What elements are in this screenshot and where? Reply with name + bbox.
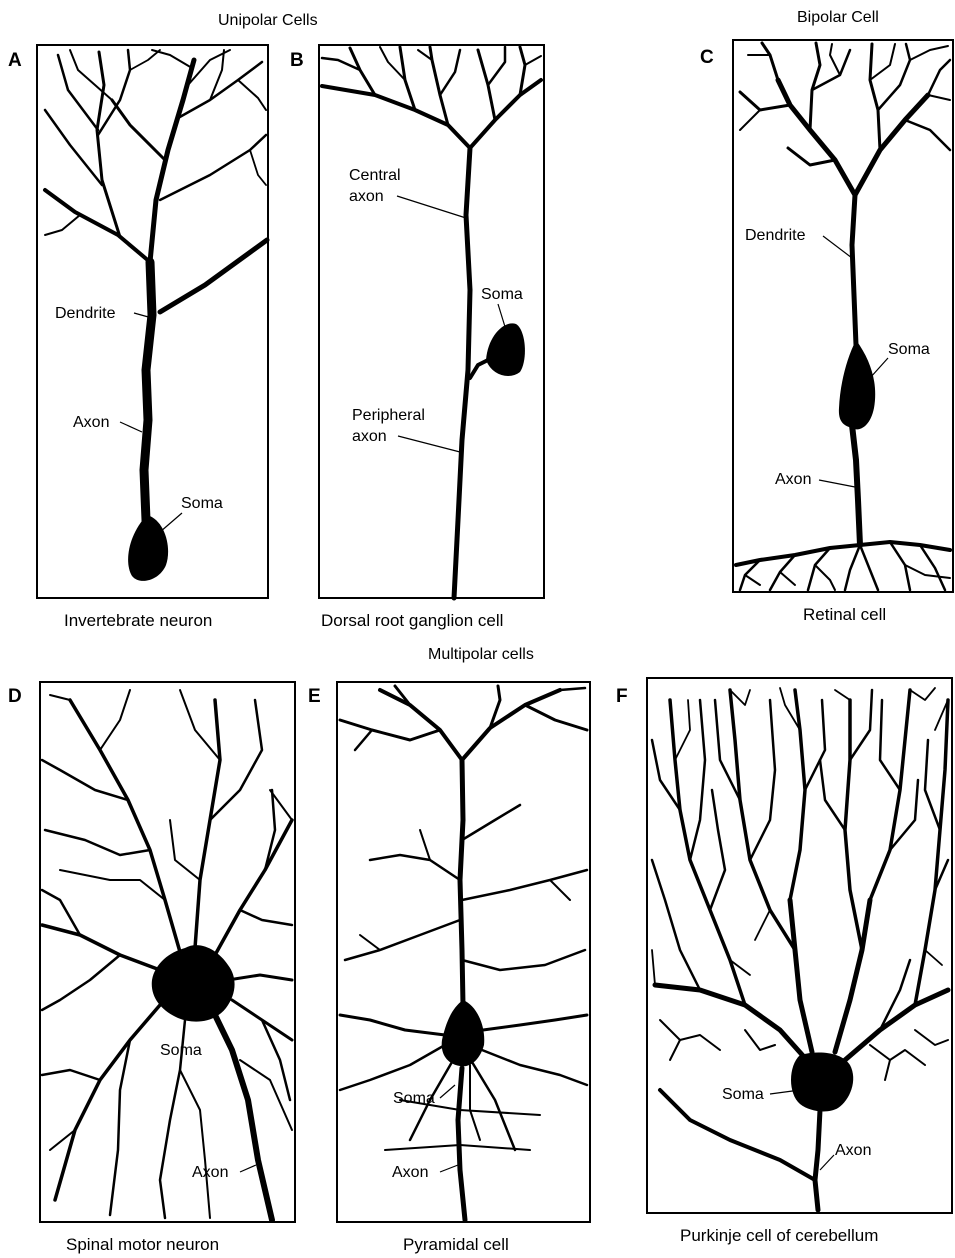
dorsal-root-ganglion-drawing: [322, 47, 541, 598]
panel-f-caption: Purkinje cell of cerebellum: [680, 1226, 878, 1245]
panel-f: F: [616, 678, 952, 1245]
unipolar-heading: Unipolar Cells: [218, 12, 318, 29]
panel-b-central-leader: [397, 196, 466, 218]
panel-f-letter: F: [616, 686, 628, 707]
panel-b-soma-leader: [498, 304, 506, 330]
panel-f-soma-label: Soma: [722, 1086, 764, 1103]
panel-c-dendrite-leader: [823, 236, 852, 258]
panel-a-soma-leader: [160, 513, 182, 532]
panel-d-caption: Spinal motor neuron: [66, 1235, 219, 1254]
multipolar-heading: Multipolar cells: [428, 646, 534, 663]
purkinje-cell-drawing: [652, 688, 948, 1210]
panel-c-axon-leader: [819, 480, 855, 487]
panel-b-peripheral-label-1: Peripheral: [352, 407, 425, 424]
panel-e-axon-label: Axon: [392, 1164, 428, 1181]
panel-e-soma-label: Soma: [393, 1090, 435, 1107]
panel-c-dendrite-label: Dendrite: [745, 227, 806, 244]
panel-b-peripheral-leader: [398, 436, 460, 452]
panel-a: A Dendrite Axon Soma: [8, 45, 268, 630]
panel-b-central-label-1: Central: [349, 167, 401, 184]
panel-e-caption: Pyramidal cell: [403, 1235, 509, 1254]
panel-d-axon-label: Axon: [192, 1164, 228, 1181]
panel-c-frame: [733, 40, 953, 592]
spinal-motor-neuron-drawing: [42, 690, 292, 1220]
panel-e-soma-leader: [440, 1085, 455, 1098]
panel-f-frame: [647, 678, 952, 1213]
panel-b-letter: B: [290, 50, 304, 71]
panel-f-axon-label: Axon: [835, 1142, 871, 1159]
panel-b-caption: Dorsal root ganglion cell: [321, 611, 503, 630]
panel-b: B Central axon Soma Peripheral axon: [290, 45, 544, 630]
panel-d-letter: D: [8, 686, 22, 707]
panel-e-letter: E: [308, 686, 321, 707]
panel-b-frame: [319, 45, 544, 598]
panel-b-soma-label: Soma: [481, 286, 523, 303]
panel-a-axon-label: Axon: [73, 414, 109, 431]
panel-f-axon-leader: [820, 1155, 834, 1170]
panel-c-soma-leader: [870, 358, 888, 378]
pyramidal-cell-drawing: [340, 686, 587, 1220]
panel-d-soma-label: Soma: [160, 1042, 202, 1059]
panel-c-letter: C: [700, 47, 714, 68]
panel-e: E: [308, 682, 590, 1254]
panel-d: D: [8, 682, 295, 1254]
panel-b-peripheral-label-2: axon: [352, 428, 387, 445]
panel-d-axon-leader: [240, 1165, 256, 1172]
panel-a-axon-leader: [120, 422, 142, 432]
panel-c-axon-label: Axon: [775, 471, 811, 488]
panel-a-soma-label: Soma: [181, 495, 223, 512]
retinal-cell-drawing: [736, 43, 950, 590]
panel-a-dendrite-label: Dendrite: [55, 305, 116, 322]
panel-a-caption: Invertebrate neuron: [64, 611, 212, 630]
panel-a-letter: A: [8, 50, 22, 71]
panel-c: C: [700, 40, 953, 624]
panel-c-caption: Retinal cell: [803, 605, 886, 624]
panel-e-axon-leader: [440, 1165, 458, 1172]
panel-c-soma-label: Soma: [888, 341, 930, 358]
bipolar-heading: Bipolar Cell: [797, 9, 879, 26]
panel-b-central-label-2: axon: [349, 188, 384, 205]
